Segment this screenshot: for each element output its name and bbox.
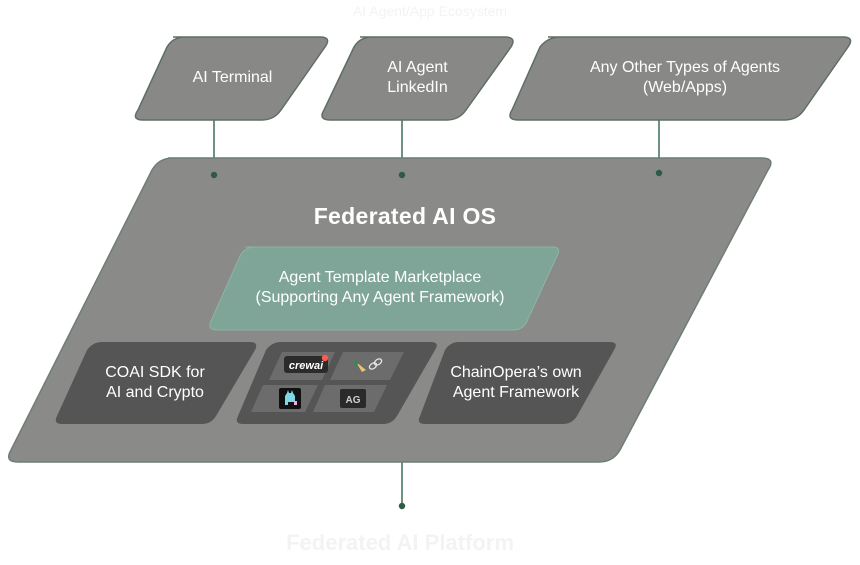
langchain-logo-icon bbox=[353, 358, 383, 372]
connector-dot-ai-agent-linkedin bbox=[398, 171, 406, 179]
connector-dot-ai-terminal bbox=[210, 171, 218, 179]
own-framework-label: ChainOpera’s own Agent Framework bbox=[450, 364, 582, 401]
node-other-agents bbox=[509, 36, 852, 121]
node-other-agents-label: Any Other Types of Agents (Web/Apps) bbox=[589, 59, 781, 96]
autogen-logo-icon: AG bbox=[340, 389, 366, 408]
ecosystem-title: AI Agent/App Ecosystem bbox=[352, 3, 508, 20]
crewai-logo-text: crewai bbox=[289, 360, 324, 372]
node-ai-agent-linkedin-label: AI Agent LinkedIn bbox=[387, 59, 448, 96]
node-ai-terminal-label: AI Terminal bbox=[192, 69, 273, 86]
connector-dot-platform bbox=[398, 502, 406, 510]
langchain-tile bbox=[330, 352, 404, 380]
llama-logo-icon bbox=[279, 388, 301, 409]
marketplace-box bbox=[209, 246, 560, 331]
own-framework-box bbox=[418, 342, 616, 424]
os-title: Federated AI OS bbox=[313, 202, 497, 229]
connector-dot-other-agents bbox=[655, 169, 663, 177]
marketplace-label: Agent Template Marketplace (Supporting A… bbox=[255, 269, 505, 306]
node-ai-agent-linkedin bbox=[321, 36, 514, 121]
sdk-box bbox=[55, 342, 257, 424]
node-ai-terminal bbox=[134, 36, 329, 121]
autogen-logo-text: AG bbox=[346, 395, 361, 406]
platform-title: Federated AI Platform bbox=[286, 530, 514, 556]
crewai-logo-icon: crewai bbox=[284, 354, 329, 373]
sdk-label: COAI SDK for AI and Crypto bbox=[105, 364, 205, 401]
